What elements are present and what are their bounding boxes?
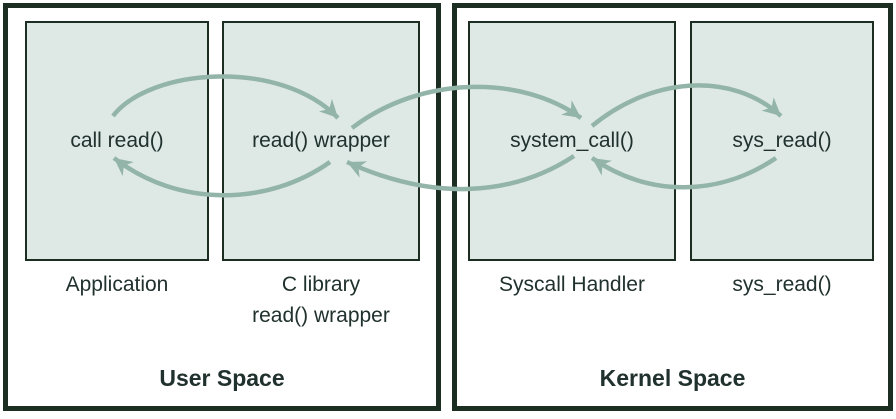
label-c-library-line2: read() wrapper [252,304,390,327]
box-syscall-handler: system_call() [468,21,676,261]
label-sys-read-line1: sys_read() [732,273,832,296]
label-c-library-line1: C library [281,273,361,296]
label-syscall-handler-line1: Syscall Handler [499,273,645,296]
box-application: call read() [25,21,209,261]
label-syscall-handler: Syscall Handler [468,269,676,300]
label-sys-read: sys_read() [690,269,874,300]
box-sys-read-text: sys_read() [732,129,832,152]
kernel-space-title: Kernel Space [599,365,746,391]
box-application-text: call read() [70,129,164,152]
label-application-line1: Application [65,273,169,296]
box-c-library-text: read() wrapper [252,129,390,152]
label-c-library: C library read() wrapper [222,269,420,331]
label-application: Application [25,269,209,300]
box-syscall-handler-text: system_call() [510,129,634,152]
user-space-title: User Space [159,365,285,391]
box-c-library: read() wrapper [222,21,420,261]
box-sys-read: sys_read() [690,21,874,261]
